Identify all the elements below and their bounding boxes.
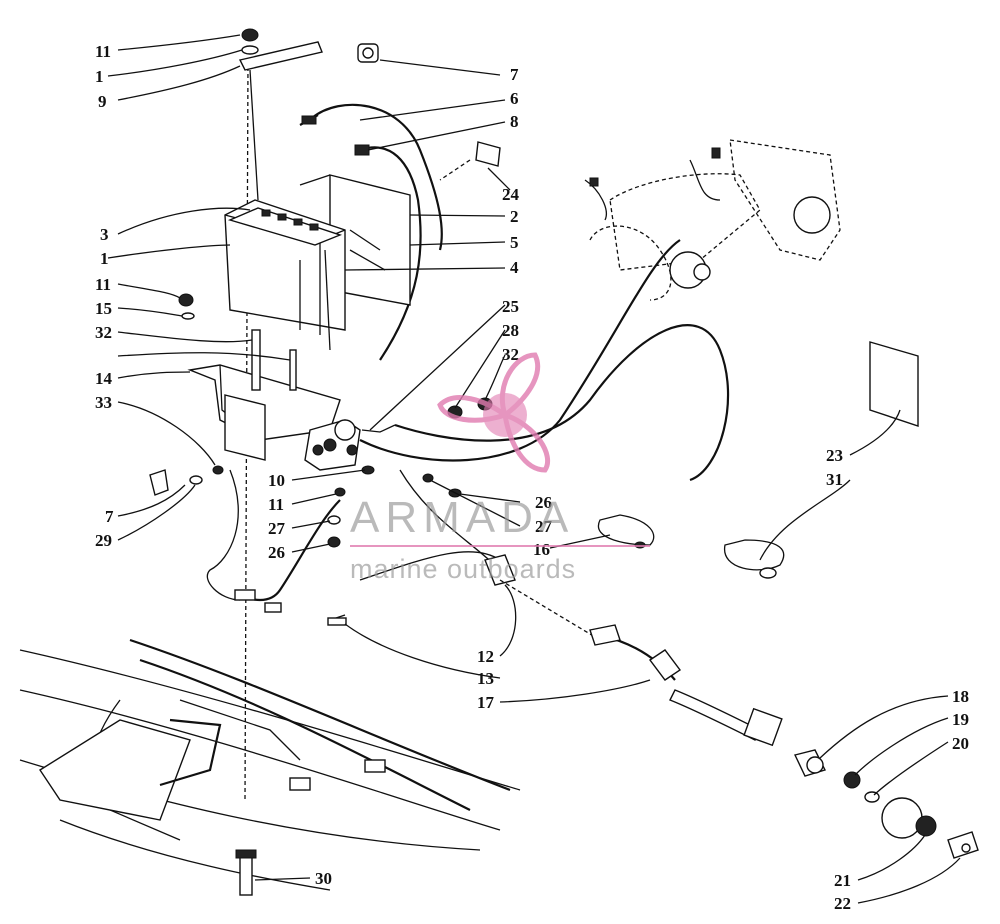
watermark-tagline: marine outboards [350,554,576,584]
callout-17: 17 [477,693,495,712]
key-switch [794,749,979,859]
callout-11: 11 [95,42,111,61]
watermark-brand: ARMADA [350,493,574,542]
callout-6: 6 [510,89,519,108]
callout-20: 20 [952,734,969,753]
callout-5: 5 [510,233,519,252]
callout-4: 4 [510,258,519,277]
decal-24 [439,141,501,181]
decal-23 [869,341,919,427]
callout-1: 1 [100,249,109,268]
callout-15: 15 [95,299,112,318]
callout-labels: 11 1 9 7 6 8 24 2 5 4 3 1 11 15 32 14 33… [95,42,969,913]
callout-10: 10 [268,471,285,490]
battery-cap [357,43,379,63]
callout-16: 16 [533,540,550,559]
callout-30: 30 [315,869,332,888]
starter-motor [584,139,841,301]
battery-bracket [178,293,341,461]
callout-26: 26 [268,543,285,562]
callout-25: 25 [502,297,519,316]
battery [224,199,346,351]
callout-23: 23 [826,446,843,465]
leader-lines [107,34,961,904]
key-switch-harness [589,624,783,747]
callout-13: 13 [477,669,494,688]
battery-cover [299,174,411,306]
callout-22: 22 [834,894,851,913]
watermark: ARMADA marine outboards [350,352,650,584]
wire-harness [206,239,730,641]
callout-24: 24 [502,185,520,204]
callout-7: 7 [105,507,114,526]
hood-outline [19,638,521,891]
callout-31: 31 [826,470,843,489]
callout-27: 27 [535,517,553,536]
battery-cables [299,103,443,361]
callout-11: 11 [268,495,284,514]
callout-21: 21 [834,871,851,890]
callout-12: 12 [477,647,494,666]
callout-11: 11 [95,275,111,294]
callout-32: 32 [95,323,112,342]
callout-18: 18 [952,687,969,706]
callout-26: 26 [535,493,552,512]
callout-1: 1 [95,67,104,86]
callout-9: 9 [98,92,107,111]
callout-7: 7 [510,65,519,84]
callout-29: 29 [95,531,112,550]
callout-19: 19 [952,710,969,729]
battery-strap [238,28,323,201]
callout-3: 3 [100,225,109,244]
callout-2: 2 [510,207,519,226]
callout-28: 28 [502,321,519,340]
starter-solenoid [304,419,396,471]
callout-33: 33 [95,393,112,412]
hold-down-rod [235,59,257,896]
callout-27: 27 [268,519,286,538]
propeller-logo-icon [437,352,551,473]
callout-8: 8 [510,112,519,131]
callout-14: 14 [95,369,113,388]
callout-32: 32 [502,345,519,364]
